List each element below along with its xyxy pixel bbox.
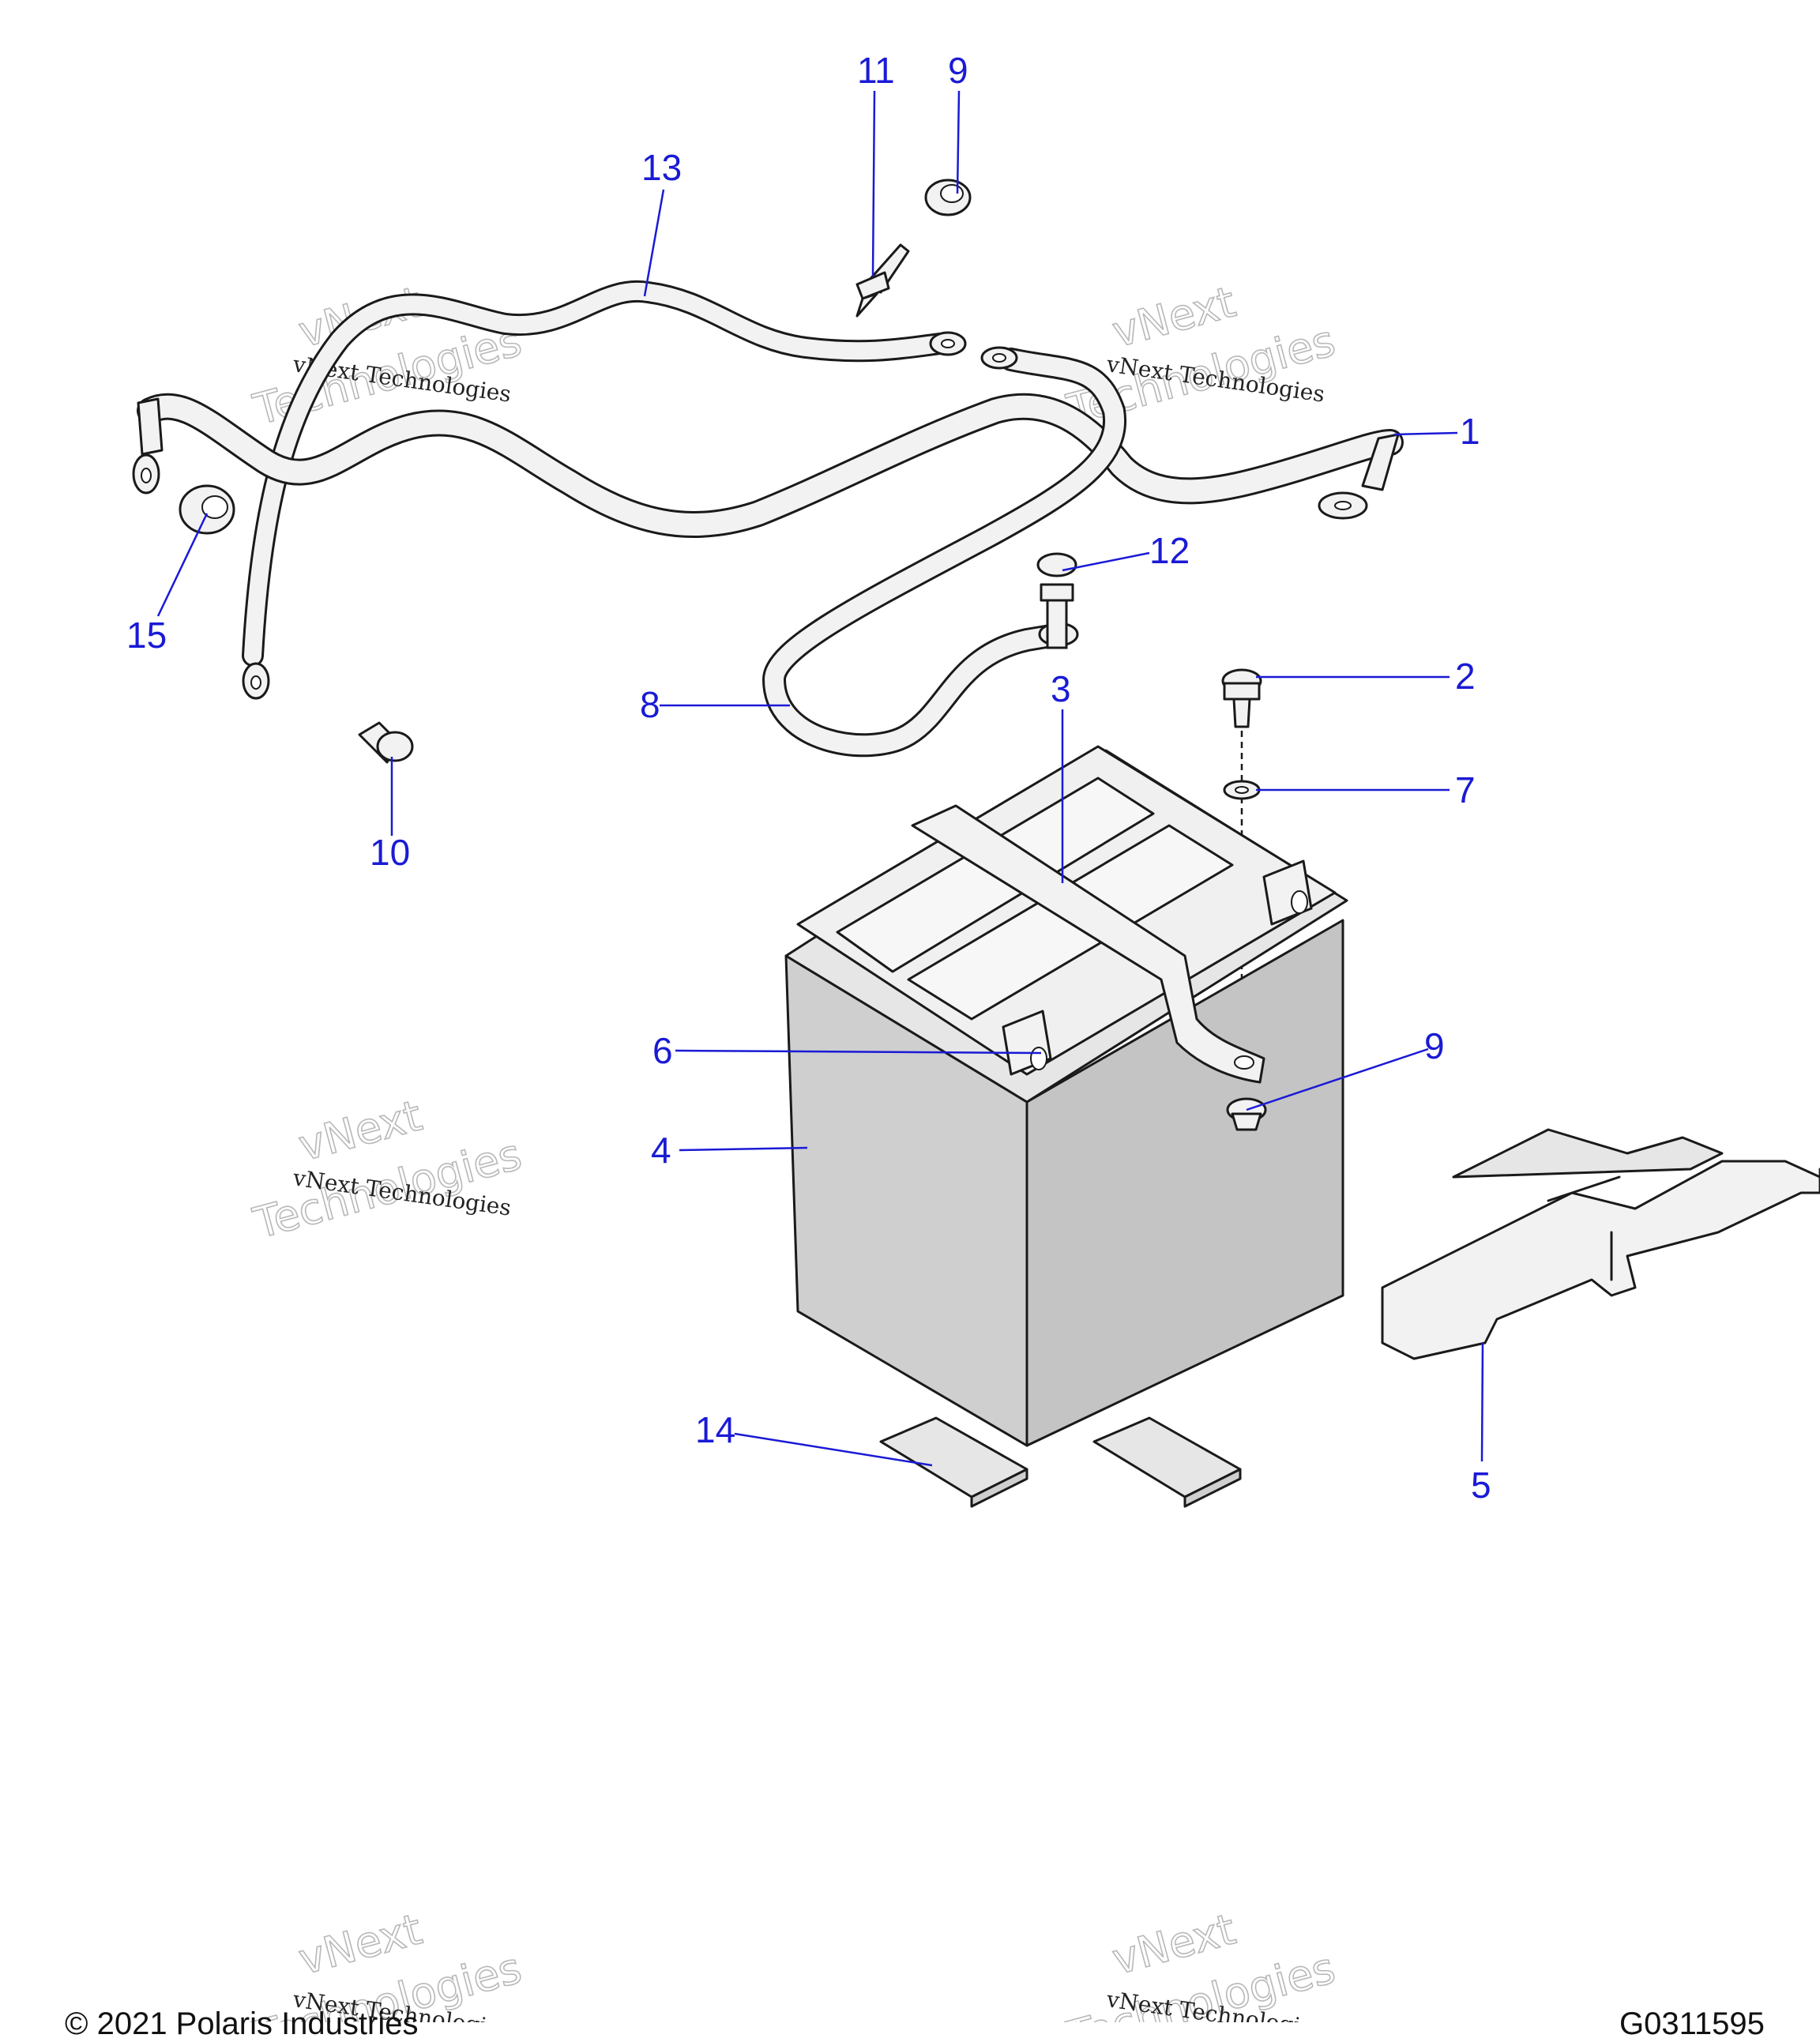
battery-pad-14 (879, 1416, 1242, 1508)
leader-6 (675, 1049, 1042, 1055)
callout-3: 3 (1051, 668, 1071, 709)
bolt-12 (1036, 552, 1077, 649)
watermark-mid-left: vNext Technologies (247, 1090, 527, 1250)
leader-9-top (956, 90, 961, 194)
leader-5 (1480, 1342, 1484, 1462)
copyright-notice: © 2021 Polaris Industries (65, 2006, 419, 2041)
bolt-10 (358, 721, 414, 764)
callout-13: 13 (641, 147, 682, 188)
leader-1 (1393, 431, 1458, 436)
cable-1 (132, 393, 1404, 539)
leader-15 (156, 513, 209, 617)
watermark-top-right: vNext Technologies (1061, 276, 1341, 436)
push-rivet-11 (855, 243, 910, 318)
figure-code: G0311595 (1619, 2006, 1765, 2041)
leader-9-lower (1246, 1047, 1429, 1111)
leader-13 (643, 189, 665, 297)
callout-5: 5 (1471, 1465, 1491, 1506)
cable-13 (242, 280, 967, 700)
leader-12 (1062, 551, 1150, 572)
battery-cover-5 (1381, 1128, 1820, 1360)
callout-6: 6 (652, 1030, 673, 1071)
callout-4: 4 (651, 1130, 671, 1171)
callout-10: 10 (370, 832, 410, 873)
callout-1: 1 (1460, 411, 1480, 452)
callout-2: 2 (1455, 656, 1476, 697)
callout-14: 14 (695, 1409, 735, 1450)
battery-4 (784, 745, 1348, 1447)
callout-8: 8 (640, 684, 660, 725)
callout-7: 7 (1455, 769, 1476, 810)
bolt-2 (1221, 668, 1262, 728)
callout-9-top: 9 (948, 50, 968, 91)
watermark-top-left: vNext Technologies (247, 276, 527, 436)
leader-14 (734, 1432, 933, 1467)
leader-lines (156, 90, 1484, 1467)
nut-15 (179, 484, 235, 535)
callout-15: 15 (126, 615, 167, 656)
leader-4 (679, 1146, 808, 1152)
leader-11 (871, 90, 876, 277)
flange-nut-9-top (924, 179, 972, 216)
callout-11: 11 (857, 50, 895, 91)
callout-numbers: 11 9 13 1 15 12 2 3 8 7 10 6 9 4 14 5 (126, 50, 1491, 1506)
callout-9-lower: 9 (1424, 1025, 1445, 1066)
hold-down-strap-3 (911, 804, 1265, 1084)
callout-12: 12 (1149, 530, 1190, 571)
